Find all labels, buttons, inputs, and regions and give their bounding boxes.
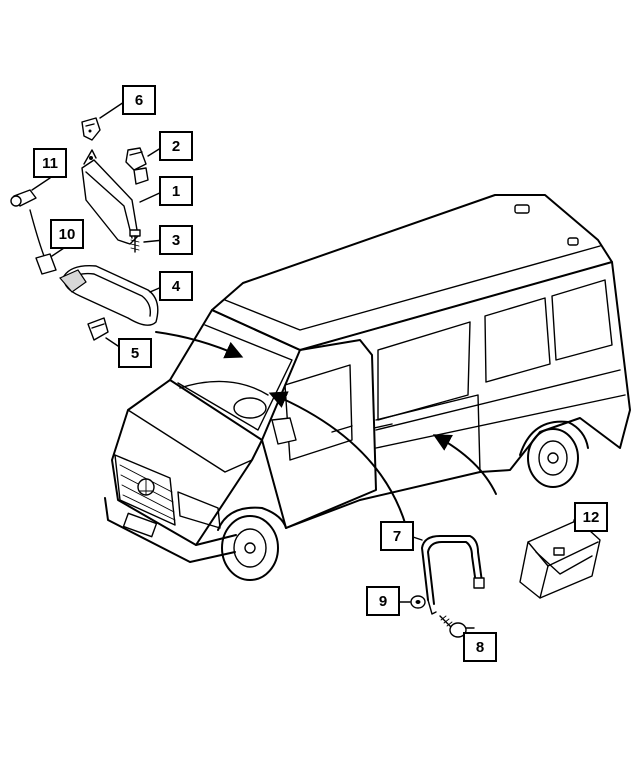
part-12-housing — [519, 519, 601, 599]
callout-3: 3 — [159, 225, 193, 255]
part-7-grab-handle — [421, 535, 485, 615]
callout-11: 11 — [33, 148, 67, 178]
callout-8: 8 — [463, 632, 497, 662]
callout-7: 7 — [380, 521, 414, 551]
part-4-rearview-mirror — [59, 265, 159, 326]
part-5-mount-clip — [87, 317, 109, 341]
callout-10-label: 10 — [58, 225, 76, 243]
van-illustration — [104, 194, 631, 581]
callout-12-label: 12 — [582, 508, 600, 526]
callout-5-label: 5 — [130, 344, 140, 362]
callout-9-label: 9 — [378, 592, 388, 610]
part-11-lamp — [10, 189, 45, 257]
part-10-lens — [35, 253, 57, 275]
callout-2-label: 2 — [171, 137, 181, 155]
callout-10: 10 — [50, 219, 84, 249]
callout-3-label: 3 — [171, 231, 181, 249]
callout-1: 1 — [159, 176, 193, 206]
callout-9: 9 — [366, 586, 400, 616]
callout-1-label: 1 — [171, 182, 181, 200]
callout-4: 4 — [159, 271, 193, 301]
part-3-screw — [129, 229, 141, 253]
callout-6: 6 — [122, 85, 156, 115]
part-1-sun-visor — [81, 149, 139, 245]
part-2-visor-clip — [125, 147, 149, 185]
callout-12: 12 — [574, 502, 608, 532]
part-6-bracket — [81, 117, 101, 141]
callout-4-label: 4 — [171, 277, 181, 295]
callout-8-label: 8 — [475, 638, 485, 656]
callout-11-label: 11 — [42, 154, 58, 172]
callout-6-label: 6 — [134, 91, 144, 109]
callout-5: 5 — [118, 338, 152, 368]
part-9-washer — [410, 595, 426, 609]
part-8-bolt — [439, 615, 467, 638]
location-arrows — [155, 331, 497, 527]
callout-7-label: 7 — [392, 527, 402, 545]
callout-2: 2 — [159, 131, 193, 161]
